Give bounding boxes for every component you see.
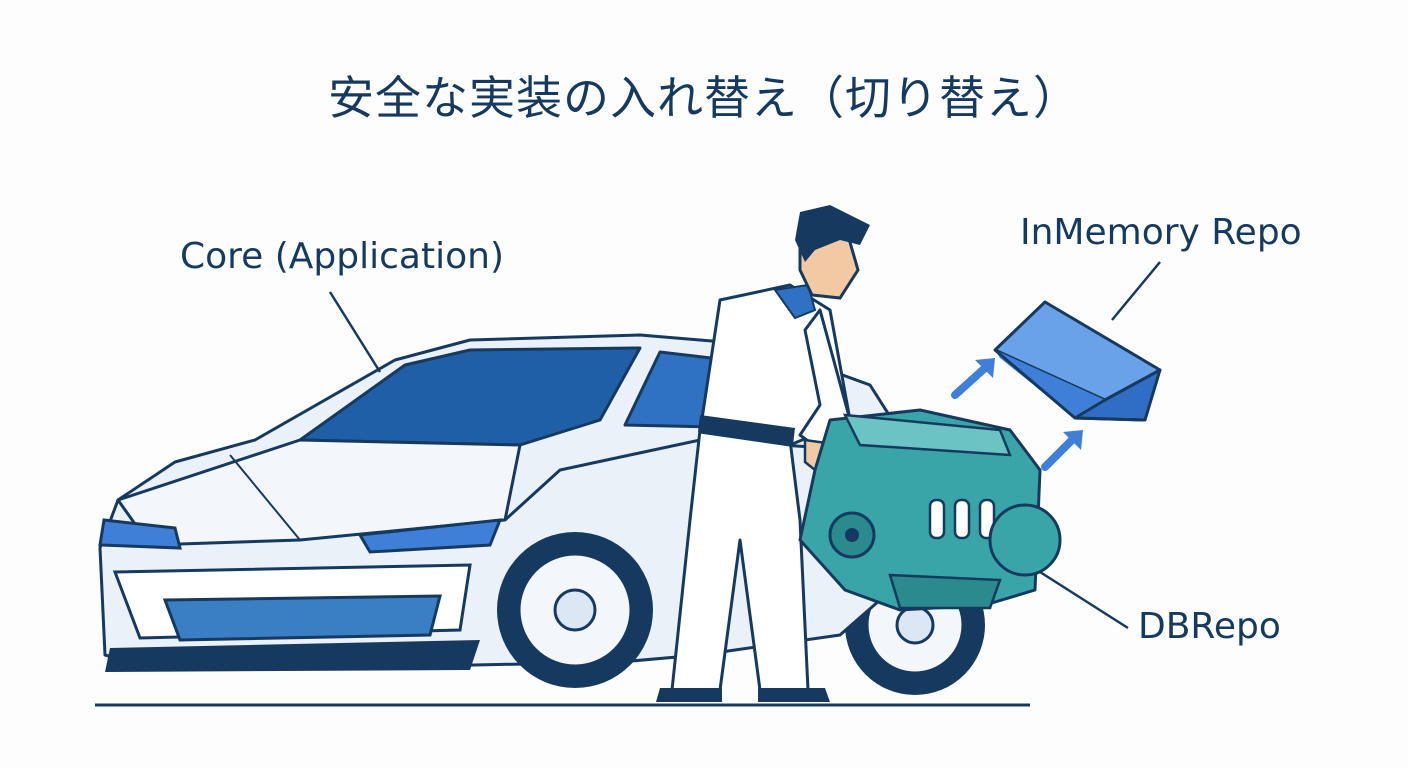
inmemory-box (993, 300, 1162, 422)
page-title: 安全な実装の入れ替え（切り替え） (328, 71, 1080, 125)
leader-core (328, 291, 382, 373)
label-inmemory-repo: InMemory Repo (1020, 212, 1302, 253)
mechanic-figure (656, 205, 870, 702)
swap-arrow-upper (951, 358, 995, 399)
label-db-repo: DBRepo (1138, 606, 1281, 647)
mechanic-hair (795, 205, 870, 262)
headlight-right (357, 518, 503, 554)
label-core-application: Core (Application) (180, 236, 504, 277)
leader-inmemory (1111, 261, 1161, 321)
leader-db (1039, 570, 1129, 630)
engine-block (798, 408, 1062, 612)
headlight-left (98, 518, 182, 550)
swap-arrow-lower (1041, 430, 1083, 471)
front-wheel (497, 532, 653, 688)
